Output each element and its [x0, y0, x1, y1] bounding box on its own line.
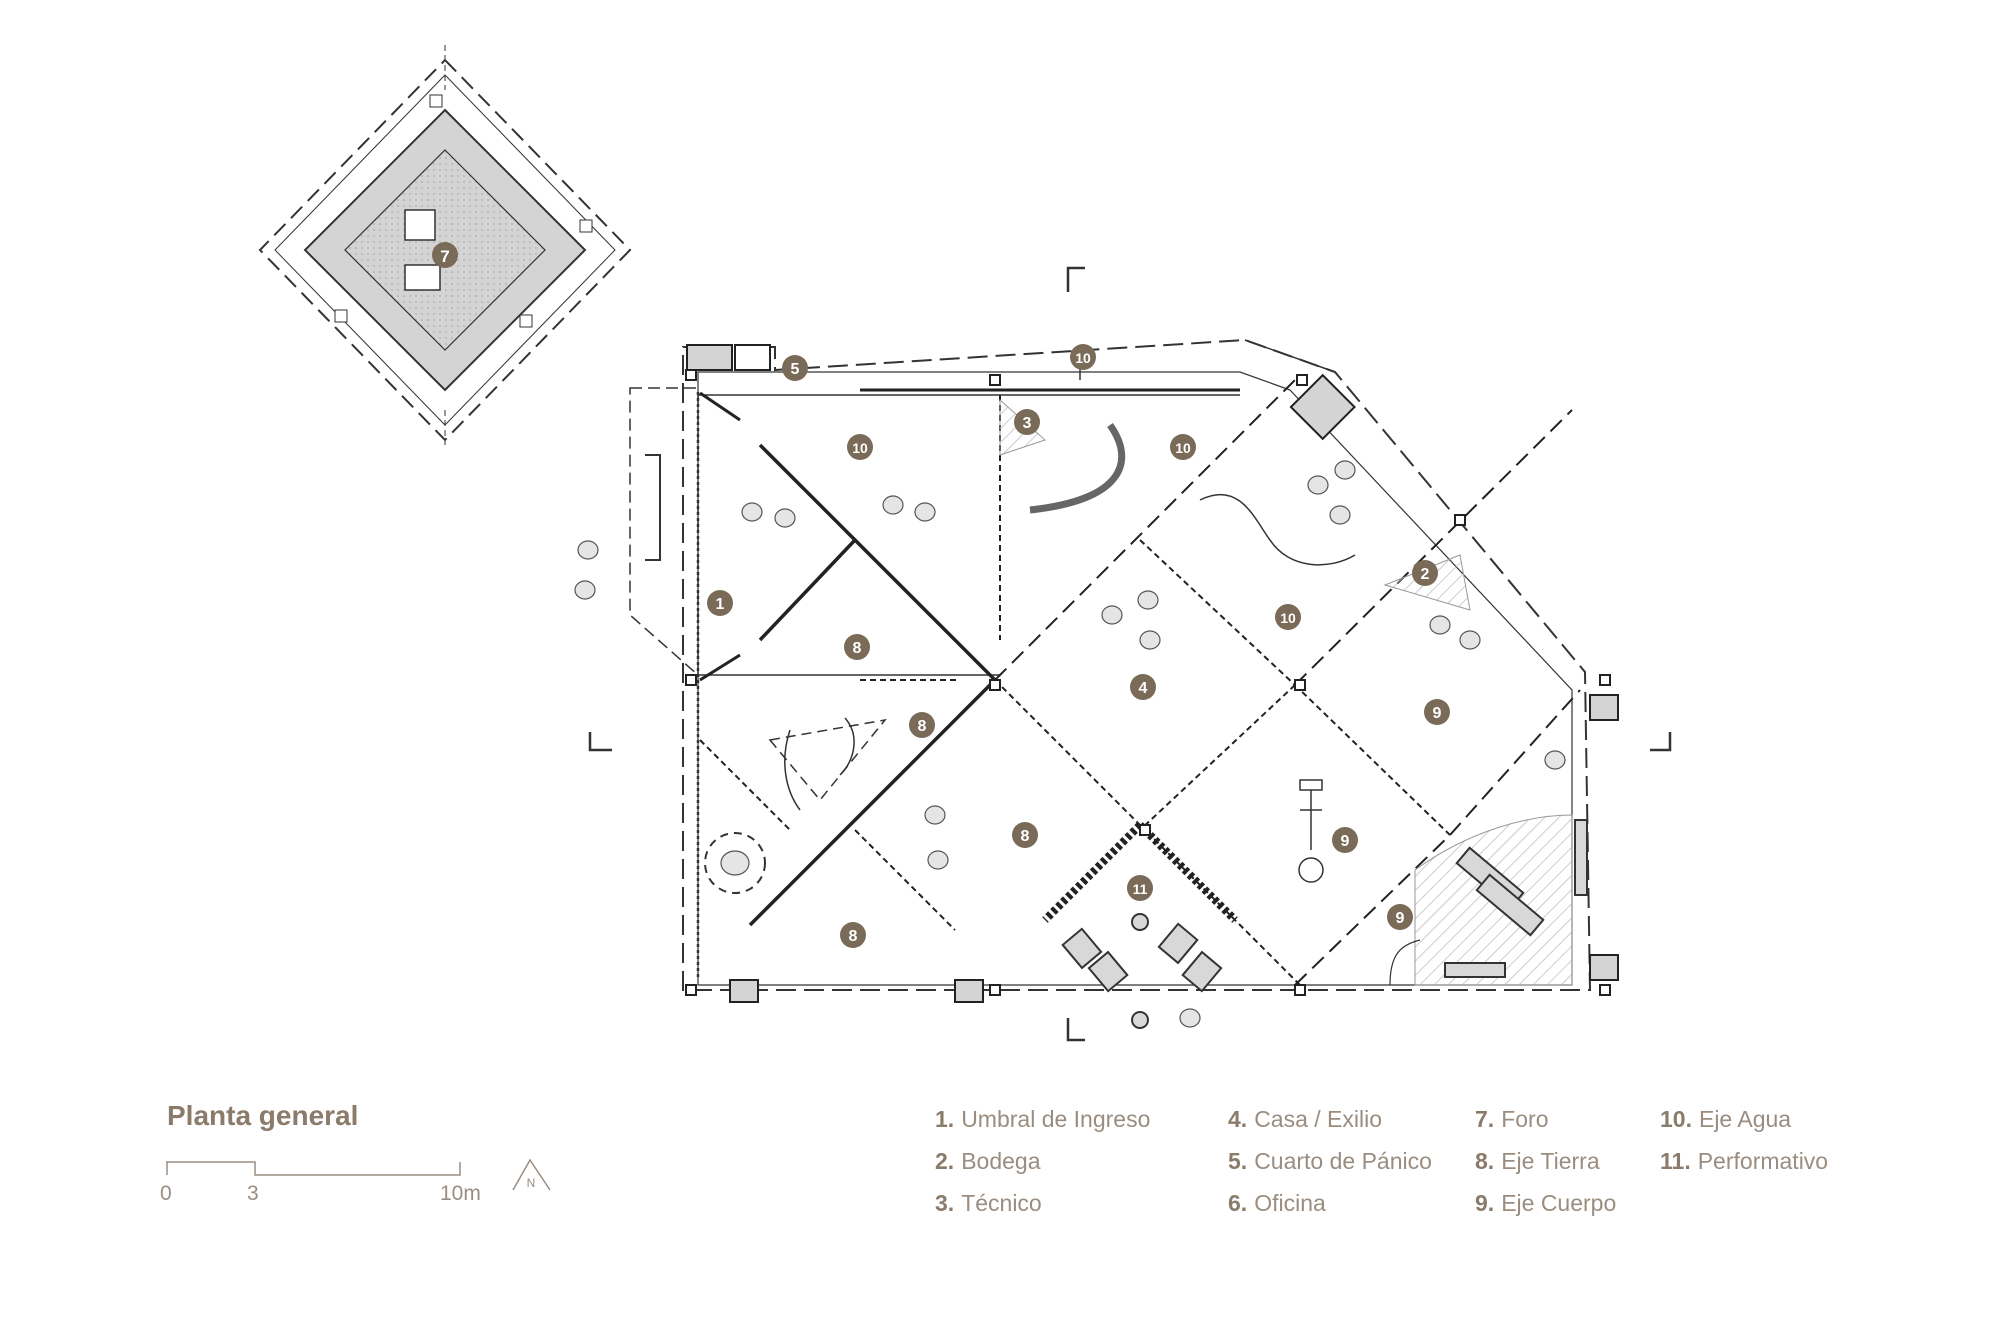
marker-8a: 8	[844, 634, 870, 660]
north-label: N	[527, 1176, 536, 1190]
legend-item-4: 4.Casa / Exilio	[1228, 1106, 1382, 1133]
marker-9c-label: 9	[1396, 910, 1405, 927]
marker-10a: 10	[1070, 344, 1096, 370]
marker-1-label: 1	[716, 596, 725, 613]
legend-label: Técnico	[961, 1190, 1042, 1216]
marker-10c: 10	[1170, 434, 1196, 460]
section-marks	[588, 266, 1672, 1042]
marker-10a-label: 10	[1075, 350, 1091, 366]
page-title: Planta general	[167, 1100, 359, 1131]
legend-item-5: 5.Cuarto de Pánico	[1228, 1148, 1432, 1175]
marker-7: 7	[432, 242, 458, 268]
diagonal-grid	[699, 374, 1581, 986]
marker-10d: 10	[1275, 604, 1301, 630]
furniture	[704, 422, 1588, 1029]
legend-item-10: 10.Eje Agua	[1660, 1106, 1791, 1133]
marker-1: 1	[707, 590, 733, 616]
people-sketches	[574, 460, 1566, 1028]
marker-10d-label: 10	[1280, 610, 1296, 626]
legend-num: 7.	[1475, 1106, 1495, 1132]
legend-label: Performativo	[1697, 1148, 1829, 1174]
marker-8d: 8	[840, 922, 866, 948]
marker-5-label: 5	[791, 361, 800, 378]
legend-num: 10.	[1660, 1106, 1692, 1132]
marker-3: 3	[1014, 409, 1040, 435]
marker-2: 2	[1412, 560, 1438, 586]
legend-label: Oficina	[1254, 1190, 1326, 1216]
scale-label-0: 0	[160, 1182, 172, 1205]
marker-9b-label: 9	[1341, 833, 1350, 850]
legend-item-9: 9.Eje Cuerpo	[1475, 1190, 1616, 1217]
columns	[685, 344, 1619, 1003]
marker-8a-label: 8	[853, 640, 862, 657]
legend-label: Cuarto de Pánico	[1254, 1148, 1432, 1174]
legend-label: Eje Cuerpo	[1501, 1190, 1617, 1216]
legend-label: Eje Tierra	[1501, 1148, 1600, 1174]
legend-item-7: 7.Foro	[1475, 1106, 1548, 1133]
marker-8c-label: 8	[1021, 828, 1030, 845]
legend-num: 11.	[1660, 1148, 1691, 1174]
legend-item-8: 8.Eje Tierra	[1475, 1148, 1600, 1175]
legend-label: Bodega	[961, 1148, 1041, 1174]
marker-8b: 8	[909, 712, 935, 738]
marker-8b-label: 8	[918, 718, 927, 735]
marker-10b: 10	[847, 434, 873, 460]
marker-9b: 9	[1332, 827, 1358, 853]
scale-label-3: 3	[247, 1182, 259, 1205]
scale-label-10m: 10m	[440, 1182, 481, 1205]
marker-8c: 8	[1012, 822, 1038, 848]
marker-11-label: 11	[1133, 881, 1148, 897]
scale-bar	[166, 1161, 461, 1176]
legend-num: 4.	[1228, 1106, 1248, 1132]
marker-10c-label: 10	[1175, 440, 1191, 456]
marker-8d-label: 8	[849, 928, 858, 945]
legend-label: Casa / Exilio	[1254, 1106, 1383, 1132]
marker-4: 4	[1130, 674, 1156, 700]
marker-4-label: 4	[1139, 680, 1148, 697]
legend-num: 6.	[1228, 1190, 1248, 1216]
marker-2-label: 2	[1421, 566, 1430, 583]
marker-5: 5	[782, 355, 808, 381]
legend-item-3: 3.Técnico	[935, 1190, 1042, 1217]
legend-label: Umbral de Ingreso	[961, 1106, 1151, 1132]
legend-num: 1.	[935, 1106, 955, 1132]
legend-item-2: 2.Bodega	[935, 1148, 1041, 1175]
main-plan-outline	[629, 338, 1592, 991]
marker-7-label: 7	[440, 247, 449, 266]
legend-label: Foro	[1501, 1106, 1549, 1132]
legend-label: Eje Agua	[1698, 1106, 1792, 1132]
north-arrow-icon	[512, 1158, 551, 1191]
legend-num: 8.	[1475, 1148, 1495, 1174]
marker-10b-label: 10	[852, 440, 868, 456]
marker-9c: 9	[1387, 904, 1413, 930]
marker-3-label: 3	[1023, 415, 1032, 432]
legend-num: 9.	[1475, 1190, 1495, 1216]
legend-num: 2.	[935, 1148, 955, 1174]
legend-item-11: 11.Performativo	[1660, 1148, 1828, 1175]
legend-num: 5.	[1228, 1148, 1248, 1174]
legend-item-6: 6.Oficina	[1228, 1190, 1326, 1217]
legend-item-1: 1.Umbral de Ingreso	[935, 1106, 1150, 1133]
marker-9a-label: 9	[1433, 705, 1442, 722]
marker-9a: 9	[1424, 699, 1450, 725]
legend-num: 3.	[935, 1190, 955, 1216]
marker-11: 11	[1127, 875, 1153, 901]
